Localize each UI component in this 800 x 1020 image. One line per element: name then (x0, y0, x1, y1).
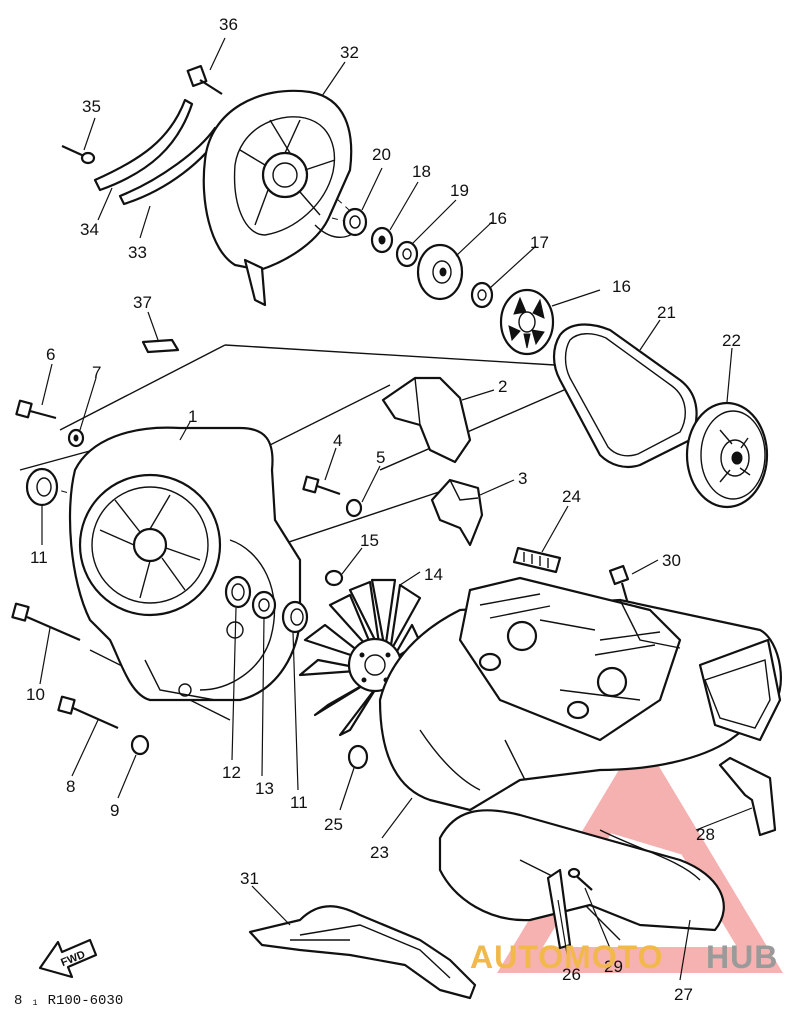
callout-12: 12 (222, 763, 241, 782)
bolt-4 (302, 475, 341, 496)
callout-5: 5 (376, 448, 385, 467)
washer-5 (345, 498, 363, 518)
grommet-25 (347, 744, 369, 770)
drawing-code: 8 ₁ R100-6030 (14, 993, 123, 1009)
bolt-8 (57, 695, 119, 730)
callout-20: 20 (372, 145, 391, 164)
callout-33: 33 (128, 243, 147, 262)
callout-30: 30 (662, 551, 681, 570)
callout-6: 6 (46, 345, 55, 364)
callout-11a: 11 (30, 548, 48, 567)
callout-27: 27 (674, 985, 693, 1004)
callout-32: 32 (340, 43, 359, 62)
callout-10: 10 (26, 685, 45, 704)
cover-2 (381, 376, 472, 464)
bracket-3 (430, 478, 484, 547)
shroud-23 (378, 576, 782, 812)
fan-cover-32 (202, 89, 356, 307)
callout-19: 19 (450, 181, 469, 200)
guard-plate-31 (248, 905, 477, 1000)
callout-1: 1 (188, 407, 197, 426)
washer-18 (370, 226, 394, 254)
pulley-half-16a (416, 243, 464, 301)
collar-20 (342, 207, 368, 237)
callout-4: 4 (333, 431, 342, 450)
callout-17: 17 (530, 233, 549, 252)
watermark-hub: HUB (706, 939, 778, 975)
label-24 (512, 546, 562, 574)
callout-11b: 11 (290, 793, 308, 812)
callout-2: 2 (498, 377, 507, 396)
callout-14: 14 (424, 565, 443, 584)
callout-34: 34 (80, 220, 99, 239)
callout-16a: 16 (488, 209, 507, 228)
fwd-arrow-icon: FWD (38, 938, 98, 979)
label-37 (141, 338, 180, 354)
callout-23: 23 (370, 843, 389, 862)
callout-26: 26 (562, 965, 581, 984)
callout-35: 35 (82, 97, 101, 116)
seal-11b (281, 600, 309, 634)
callout-37: 37 (133, 293, 152, 312)
screw-35 (61, 144, 96, 165)
watermark-text: AUTOMOTO HUB (470, 939, 778, 975)
callout-36: 36 (219, 15, 238, 34)
callout-9: 9 (110, 801, 119, 820)
callout-labels: 36 32 35 34 33 20 18 19 16 17 16 21 22 3… (26, 15, 741, 1004)
callout-7: 7 (92, 363, 101, 382)
circlip-12 (224, 575, 252, 609)
screw-29 (567, 867, 593, 891)
spacer-17 (470, 281, 494, 309)
callout-21: 21 (657, 303, 676, 322)
bolt-6 (15, 399, 57, 420)
bolt-10 (11, 602, 81, 642)
nut-15 (324, 569, 344, 587)
callout-3: 3 (518, 469, 527, 488)
callout-22: 22 (722, 331, 741, 350)
callout-28: 28 (696, 825, 715, 844)
callout-18: 18 (412, 162, 431, 181)
washer-13 (251, 590, 277, 620)
v-belt-21 (552, 323, 698, 469)
callout-25: 25 (324, 815, 343, 834)
bolt-36 (186, 64, 223, 95)
leader-lines (39, 37, 753, 981)
callout-8: 8 (66, 777, 75, 796)
watermark-auto: AUTOMOTO (470, 939, 663, 975)
callout-24: 24 (562, 487, 581, 506)
callout-29: 29 (604, 957, 623, 976)
pulley-half-16b (499, 288, 555, 356)
pulley-22 (685, 401, 769, 509)
seal-11a (25, 467, 59, 507)
callout-13: 13 (255, 779, 274, 798)
callout-31: 31 (240, 869, 259, 888)
washer-7 (67, 428, 85, 448)
washer-19 (395, 240, 419, 268)
bracket-28 (718, 756, 777, 837)
washer-9 (130, 734, 150, 756)
callout-15: 15 (360, 531, 379, 550)
callout-16b: 16 (612, 277, 631, 296)
fan-case-1 (68, 426, 302, 702)
bolt-30 (608, 564, 630, 605)
